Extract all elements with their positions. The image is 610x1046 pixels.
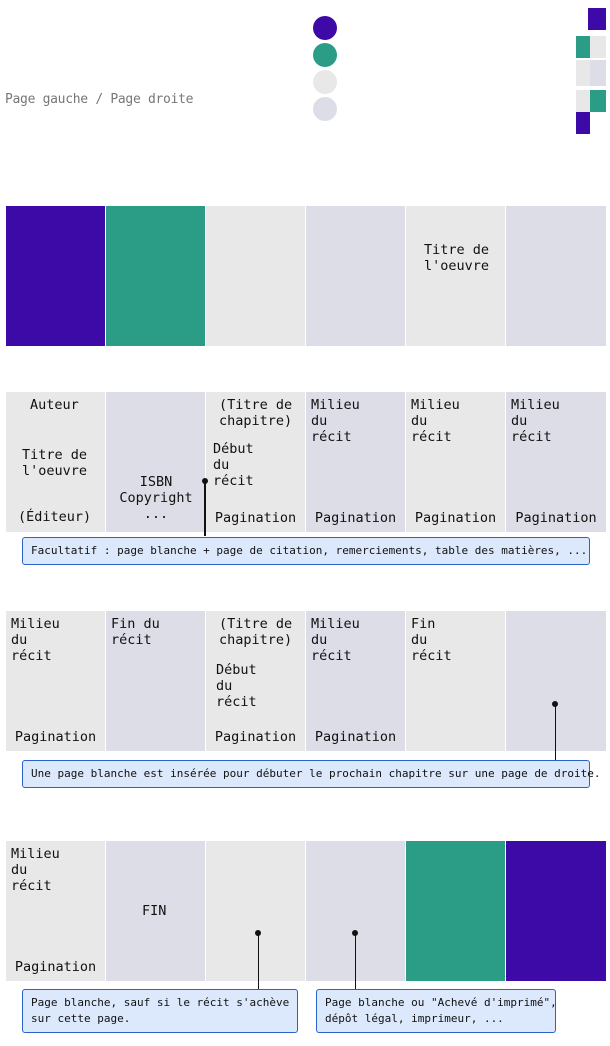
row-4: Milieu du récit Pagination FIN [6,841,608,981]
page-text: Milieu du récit [411,397,460,445]
legend-dot-purple [313,16,337,40]
note-blank-unless-end: Page blanche, sauf si le récit s'achève … [22,989,298,1033]
page-middle: Milieu du récit Pagination [506,392,606,532]
page-author: Auteur [30,397,79,413]
page-blank [306,206,406,346]
page-chapter-title: (Titre de chapitre) [219,616,293,648]
page-chapter-start: (Titre de chapitre) Début du récit Pagin… [206,392,306,532]
legend-dot-teal [313,43,337,67]
pin-dot [352,930,358,936]
row-1: Titre de l'oeuvre [6,206,608,346]
page-text: Milieu du récit [11,846,60,894]
page-the-end: FIN [106,841,206,981]
pin-dot [202,478,208,484]
page-end-of-chapter: Fin du récit [106,611,206,751]
pagination-label: Pagination [14,729,97,745]
page-text: Milieu du récit [511,397,560,445]
page-end-of-chapter: Fin du récit [406,611,506,751]
page-blank [506,206,606,346]
page-chapter-start-text: Début du récit [213,441,254,489]
page-end-text: FIN [142,903,167,919]
pin-line [204,480,206,536]
page-copyright: ISBN Copyright ... [106,392,206,532]
pagination-label: Pagination [214,510,297,526]
page-text: Milieu du récit [311,616,360,664]
page-isbn: ISBN Copyright ... [119,474,193,522]
page-cover-back [506,841,606,981]
pagination-label: Pagination [515,510,597,526]
row-2: Auteur Titre de l'oeuvre (Éditeur) ISBN … [6,392,608,532]
note-colophon: Page blanche ou "Achevé d'imprimé", dépô… [316,989,557,1033]
page-publisher: (Éditeur) [18,509,92,525]
page-blank [206,206,306,346]
page-cover-front [6,206,106,346]
pin-dot [552,701,558,707]
page-title-text: Titre de l'oeuvre [22,447,88,479]
pagination-label: Pagination [214,729,297,745]
page-middle: Milieu du récit Pagination [306,611,406,751]
page-title: Auteur Titre de l'oeuvre (Éditeur) [6,392,106,532]
page-middle: Milieu du récit Pagination [306,392,406,532]
pagination-label: Pagination [14,959,97,975]
page-chapter-start-text: Début du récit [216,662,257,710]
page-text: Milieu du récit [311,397,360,445]
pagination-label: Pagination [314,510,397,526]
page-endpaper-front [106,206,206,346]
pin-line [258,933,259,989]
page-half-title: Titre de l'oeuvre [406,206,506,346]
page-blank [306,841,406,981]
page-text: Titre de l'oeuvre [424,242,490,274]
page-middle: Milieu du récit Pagination [6,611,106,751]
page-middle: Milieu du récit Pagination [6,841,106,981]
legend-dot-lavender [313,97,337,121]
page-text: Fin du récit [111,616,160,648]
pin-line [355,933,356,989]
pagination-label: Pagination [314,729,397,745]
page-chapter-title: (Titre de chapitre) [219,397,293,429]
note-optional-pages: Facultatif : page blanche + page de cita… [22,537,590,565]
legend-dot-light [313,70,337,94]
page-endpaper-back [406,841,506,981]
page-middle: Milieu du récit Pagination [406,392,506,532]
page-blank [506,611,606,751]
pagination-label: Pagination [414,510,497,526]
row-3: Milieu du récit Pagination Fin du récit … [6,611,608,751]
pin-line [555,704,556,760]
note-blank-page-chapter: Une page blanche est insérée pour débute… [22,760,601,788]
page-text: Fin du récit [411,616,452,664]
legend-caption: Page gauche / Page droite [5,92,194,107]
page-blank [206,841,306,981]
pin-dot [255,930,261,936]
page-chapter-start: (Titre de chapitre) Début du récit Pagin… [206,611,306,751]
page-text: Milieu du récit [11,616,60,664]
